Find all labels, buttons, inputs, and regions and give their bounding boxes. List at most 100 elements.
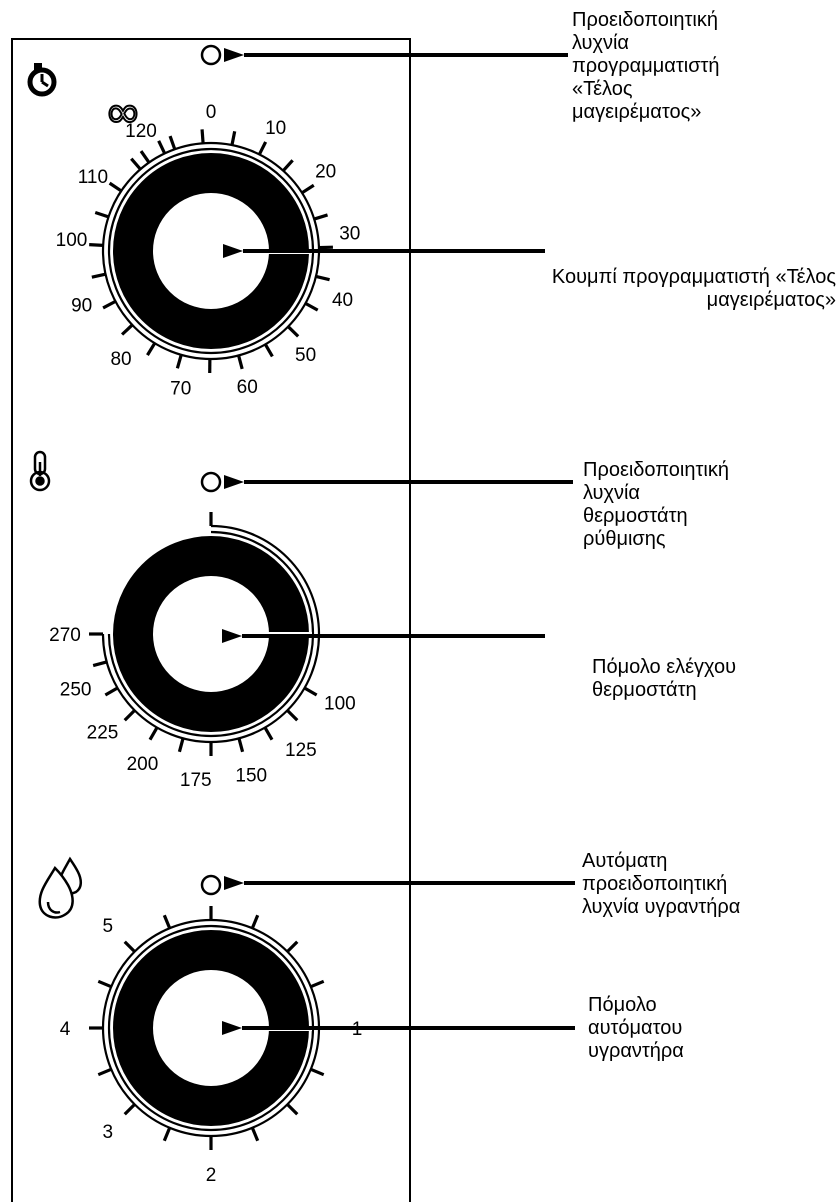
thermostat-label: 125: [285, 740, 317, 761]
thermostat-label: 200: [127, 754, 159, 775]
thermostat-knob-callout: Πόμολο ελέγχου θερμοστάτη: [592, 656, 736, 702]
humidifier-tick: [286, 940, 299, 953]
thermostat-ring-outer: [101, 524, 321, 744]
thermostat-tick: [123, 709, 136, 722]
callout-line: «Τέλος: [572, 78, 633, 100]
thermostat-label: 270: [49, 625, 81, 646]
timer-label: 120: [125, 121, 157, 142]
humidifier-tick: [310, 979, 325, 989]
timer-tick: [108, 181, 123, 193]
water-drops-icon: [38, 856, 82, 919]
timer-lamp-callout: Προειδοποιητική λυχνία προγραμματιστή «Τ…: [572, 9, 720, 124]
callout-line: μαγειρέματος»: [706, 289, 836, 311]
thermostat-tick: [148, 726, 159, 741]
timer-tick: [313, 213, 329, 221]
callout-line: θερμοστάτη: [592, 679, 697, 701]
humidifier-tick: [97, 979, 112, 989]
timer-tick: [263, 343, 274, 358]
humidifier-tick: [250, 1127, 260, 1142]
timer-tick: [146, 342, 157, 356]
thermostat-dial-scale: 100 125 150 175 200 225 250 270: [49, 512, 356, 791]
thermostat-section: 100 125 150 175 200 225 250 270: [29, 450, 356, 791]
timer-tick: [287, 325, 300, 338]
thermostat-label: 250: [60, 680, 92, 701]
thermostat-indicator-lamp: [200, 471, 222, 493]
thermometer-icon: [29, 450, 51, 492]
timer-tick: [157, 140, 167, 155]
callout-line: θερμοστάτη: [583, 505, 688, 527]
humidifier-label: 2: [206, 1165, 217, 1186]
callout-line: Πόμολο: [588, 994, 657, 1016]
timer-indicator-lamp: [200, 44, 222, 66]
thermostat-label: 225: [87, 723, 119, 744]
thermostat-tick: [104, 686, 119, 697]
callout-line: λυχνία υγραντήρα: [582, 896, 741, 918]
timer-tick: [130, 157, 142, 171]
humidifier-knob-callout: Πόμολο αυτόματου υγραντήρα: [588, 994, 684, 1063]
humidifier-label: 3: [102, 1122, 113, 1143]
timer-label: 10: [265, 118, 286, 139]
thermostat-label: 175: [180, 770, 212, 791]
timer-tick: [120, 323, 134, 336]
timer-tick: [237, 355, 244, 370]
timer-tick: [91, 272, 106, 279]
timer-tick: [139, 150, 151, 164]
callout-line: Προειδοποιητική: [583, 459, 729, 481]
timer-label: 90: [71, 296, 92, 317]
thermostat-tick: [263, 726, 274, 741]
timer-label: 50: [295, 345, 316, 366]
humidifier-label: 4: [60, 1019, 71, 1040]
humidifier-tick: [162, 1127, 172, 1142]
timer-label: 40: [332, 290, 353, 311]
timer-tick: [257, 141, 268, 156]
timer-label: 110: [78, 167, 108, 188]
timer-label: 60: [237, 377, 258, 398]
timer-label: 30: [339, 224, 360, 245]
humidifier-indicator-lamp: [200, 874, 222, 896]
callout-line: λυχνία: [572, 32, 629, 54]
thermostat-label: 100: [324, 694, 356, 715]
thermostat-lamp-callout: Προειδοποιητική λυχνία θερμοστάτη ρύθμισ…: [583, 459, 729, 551]
timer-label: 70: [170, 379, 191, 400]
timer-tick: [230, 131, 237, 146]
humidifier-tick: [97, 1067, 112, 1077]
callout-line: μαγειρέματος»: [572, 101, 702, 123]
callout-line: ρύθμισης: [583, 528, 666, 550]
timer-tick: [315, 274, 330, 282]
timer-tick: [168, 135, 177, 150]
timer-tick: [200, 129, 205, 144]
humidifier-tick: [250, 914, 260, 929]
callout-line: προειδοποιητική: [582, 873, 728, 895]
thermostat-tick: [92, 660, 108, 668]
clock-icon: [27, 63, 57, 97]
infinity-symbol: ∞: [105, 87, 142, 138]
humidifier-tick: [310, 1067, 325, 1077]
thermostat-ring-inner: [107, 530, 315, 738]
timer-label: 80: [110, 349, 131, 370]
callout-line: Αυτόματη: [582, 850, 668, 872]
timer-label: 20: [315, 162, 336, 183]
callout-line: προγραμματιστή: [572, 55, 720, 77]
thermostat-tick: [237, 737, 245, 753]
humidifier-tick: [123, 940, 136, 953]
timer-tick: [175, 354, 183, 369]
thermostat-label: 150: [235, 765, 267, 786]
humidifier-tick: [123, 1103, 136, 1116]
thermostat-tick: [286, 709, 299, 722]
humidifier-lamp-callout: Αυτόματη προειδοποιητική λυχνία υγραντήρ…: [582, 850, 740, 919]
timer-tick: [94, 210, 110, 219]
timer-tick: [304, 301, 319, 312]
callout-line: Πόμολο ελέγχου: [592, 656, 737, 678]
callout-line: λυχνία: [583, 482, 640, 504]
timer-tick: [102, 299, 117, 310]
callout-line: Κουμπί προγραμματιστή «Τέλος: [551, 266, 836, 288]
callout-line: υγραντήρα: [588, 1040, 684, 1062]
callout-line: αυτόματου: [588, 1017, 683, 1039]
humidifier-tick: [286, 1103, 299, 1116]
humidifier-label: 5: [102, 916, 113, 937]
control-panel-frame: [11, 38, 411, 1202]
